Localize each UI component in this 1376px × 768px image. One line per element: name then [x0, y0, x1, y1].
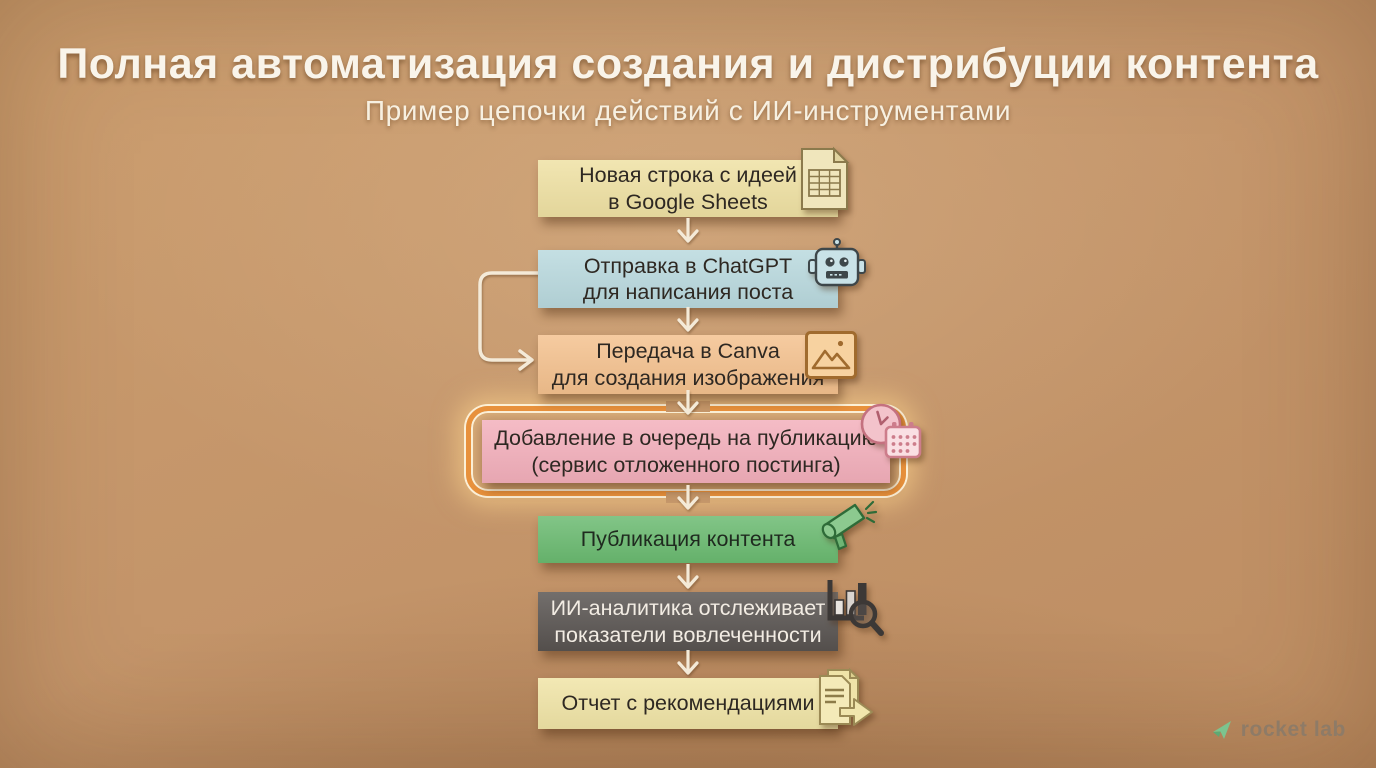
step-label: Отправка в ChatGPT: [583, 253, 793, 278]
step-label: Публикация контента: [580, 527, 796, 552]
step-label: ИИ-аналитика отслеживает: [550, 596, 826, 621]
schedule-icon: [860, 403, 922, 459]
flow-arrow: [677, 564, 699, 589]
megaphone-icon: [821, 500, 878, 551]
step-label: для написания поста: [582, 280, 794, 304]
rocket-lab-logo: rocket lab: [1211, 718, 1346, 742]
page-title: Полная автоматизация создания и дистрибу…: [57, 40, 1319, 88]
image-icon: [805, 331, 857, 379]
step-report: Отчет с рекомендациями: [538, 678, 838, 729]
rocket-lab-logo-icon: [1212, 721, 1231, 739]
step-ai-analytics: ИИ-аналитика отслеживает показатели вовл…: [538, 592, 838, 651]
flow-arrow: [677, 390, 699, 415]
step-label: в Google Sheets: [608, 189, 768, 214]
flow-arrow: [677, 650, 699, 675]
step-label: (сервис отложенного постинга): [531, 452, 841, 477]
step-label: Новая строка с идеей: [579, 163, 797, 188]
report-icon: [819, 668, 873, 726]
step-label: Передача в Canva: [596, 339, 780, 364]
spreadsheet-icon: [801, 146, 850, 210]
step-label: Добавление в очередь на публикацию: [494, 426, 878, 451]
loop-arrow: [478, 271, 540, 371]
step-google-sheets: Новая строка с идеей в Google Sheets: [538, 160, 838, 217]
rocket-lab-logo-text: rocket lab: [1240, 718, 1346, 741]
page-subtitle: Пример цепочки действий с ИИ-инструмента…: [364, 95, 1012, 126]
analytics-icon: [827, 580, 884, 636]
flow-arrow: [677, 218, 699, 243]
step-publish-content: Публикация контента: [538, 516, 838, 563]
step-publish-queue: Добавление в очередь на публикацию (серв…: [482, 420, 890, 483]
step-label: показатели вовлеченности: [554, 622, 822, 647]
step-chatgpt: Отправка в ChatGPT для написания поста: [538, 250, 838, 308]
step-canva: Передача в Canva для создания изображени…: [538, 335, 838, 394]
step-label: Отчет с рекомендациями: [561, 691, 815, 716]
flow-arrow: [677, 307, 699, 332]
step-label: для создания изображения: [551, 365, 825, 390]
robot-icon: [808, 238, 866, 287]
flow-arrow: [677, 485, 699, 510]
